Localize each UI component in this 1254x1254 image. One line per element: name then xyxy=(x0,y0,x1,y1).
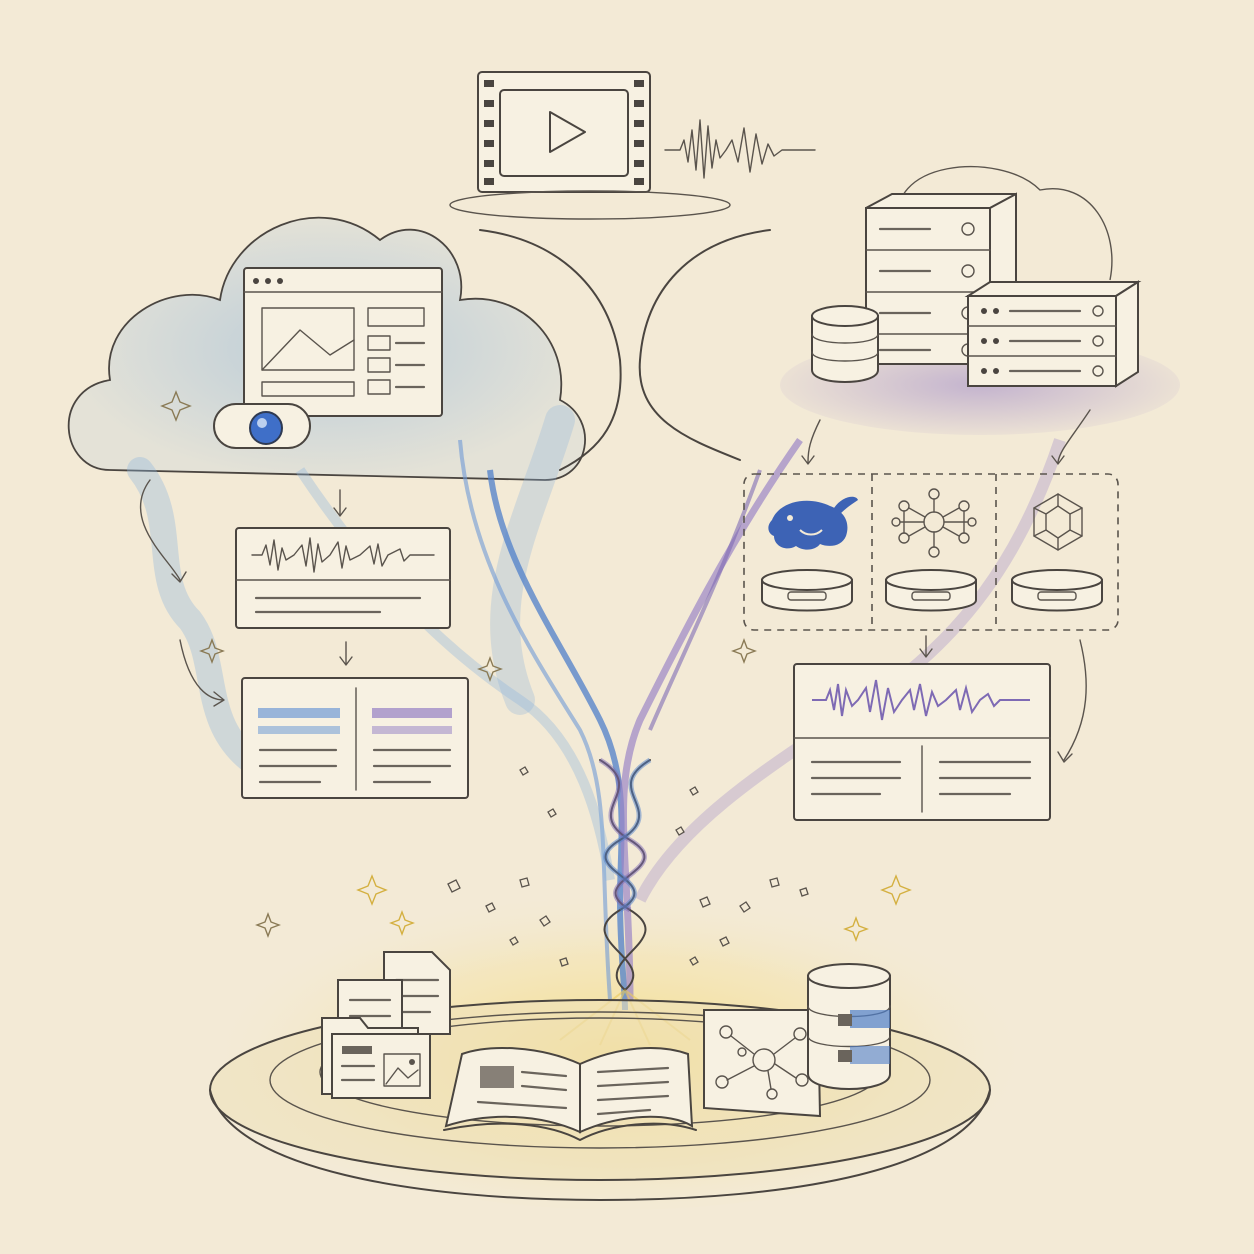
toggle-switch-icon xyxy=(213,403,311,449)
database-cylinder-icon xyxy=(811,305,879,383)
server-rack-icon xyxy=(964,280,1142,388)
audio-transcript-card xyxy=(235,527,451,629)
document-stack-icon xyxy=(321,951,451,1099)
audio-waveform-icon xyxy=(664,119,816,179)
database-cylinder-icon xyxy=(807,963,891,1090)
model-selection-panel xyxy=(743,473,1119,631)
video-player-icon xyxy=(449,71,731,220)
browser-window-icon xyxy=(243,267,443,417)
audio-output-card xyxy=(793,663,1051,821)
model-pedestals xyxy=(761,569,1103,612)
graph-card-icon xyxy=(703,1009,822,1118)
hexagon-gem-icon xyxy=(1033,493,1083,551)
network-graph-icon xyxy=(891,488,977,558)
sparkle-decorations xyxy=(160,390,912,942)
open-book-icon xyxy=(443,1047,697,1141)
particle-fragments xyxy=(447,766,809,967)
split-text-card xyxy=(241,677,469,799)
whale-icon xyxy=(768,496,858,550)
